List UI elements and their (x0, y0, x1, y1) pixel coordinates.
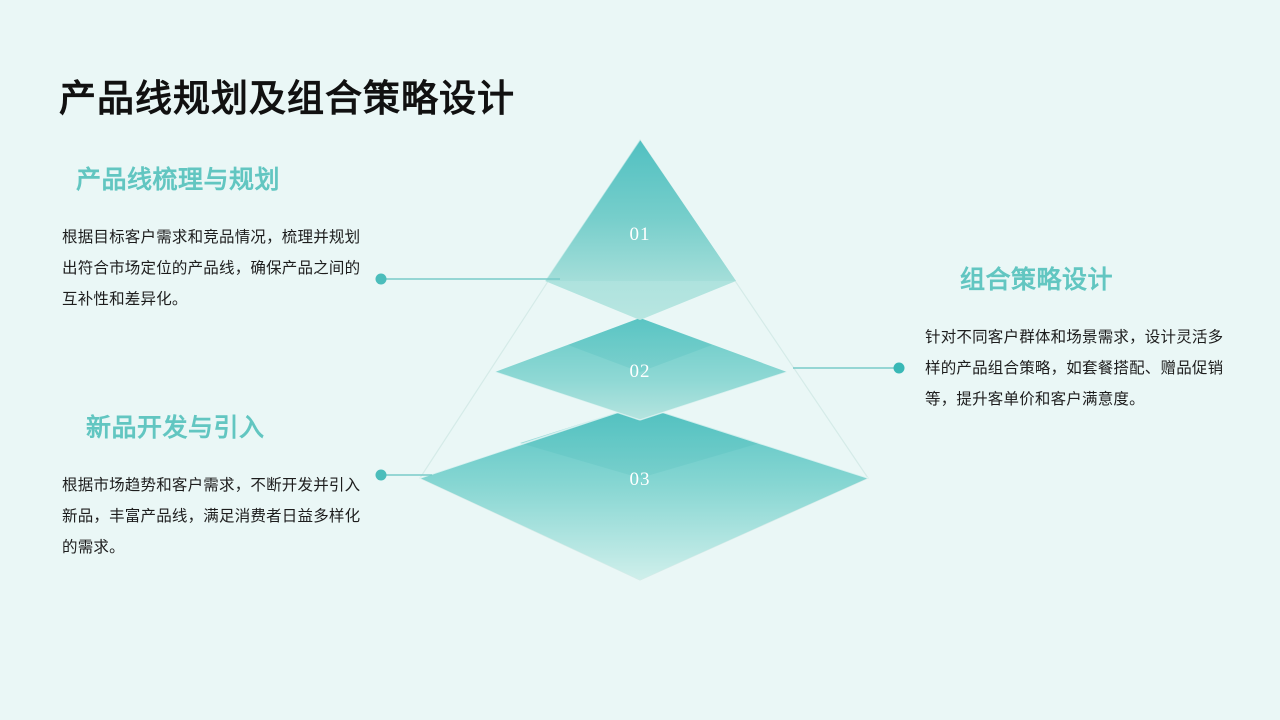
pyramid-guide-outline (419, 138, 869, 581)
block-body-new-product-development: 根据市场趋势和客户需求，不断开发并引入新品，丰富产品线，满足消费者日益多样化的需… (62, 477, 361, 557)
block-body-portfolio-strategy-design: 针对不同客户群体和场景需求，设计灵活多样的产品组合策略，如套餐搭配、赠品促销等，… (925, 329, 1224, 409)
connector-dot-01 (375, 273, 387, 285)
text-block-new-product-development: 新品开发与引入 根据市场趋势和客户需求，不断开发并引入新品，丰富产品线，满足消费… (62, 413, 374, 563)
connector-line-03 (375, 469, 432, 481)
connector-line-01 (375, 273, 560, 285)
block-heading-portfolio-strategy-design: 组合策略设计 (960, 266, 1114, 294)
pyramid-layer-03 (419, 404, 869, 580)
layer-number-01: 01 (629, 224, 651, 245)
connector-dot-02 (893, 362, 905, 374)
layer-number-02: 02 (629, 361, 651, 382)
connector-dot-03 (375, 469, 387, 481)
text-block-portfolio-strategy-design: 组合策略设计 针对不同客户群体和场景需求，设计灵活多样的产品组合策略，如套餐搭配… (925, 265, 1225, 415)
block-heading-new-product-development: 新品开发与引入 (86, 414, 265, 442)
block-heading-product-line-planning: 产品线梳理与规划 (76, 166, 281, 194)
layer-number-03: 03 (629, 469, 651, 490)
connector-line-02 (793, 362, 905, 374)
block-body-product-line-planning: 根据目标客户需求和竞品情况，梳理并规划出符合市场定位的产品线，确保产品之间的互补… (62, 229, 361, 309)
text-block-product-line-planning: 产品线梳理与规划 根据目标客户需求和竞品情况，梳理并规划出符合市场定位的产品线，… (62, 165, 374, 315)
page-title: 产品线规划及组合策略设计 (59, 77, 515, 119)
